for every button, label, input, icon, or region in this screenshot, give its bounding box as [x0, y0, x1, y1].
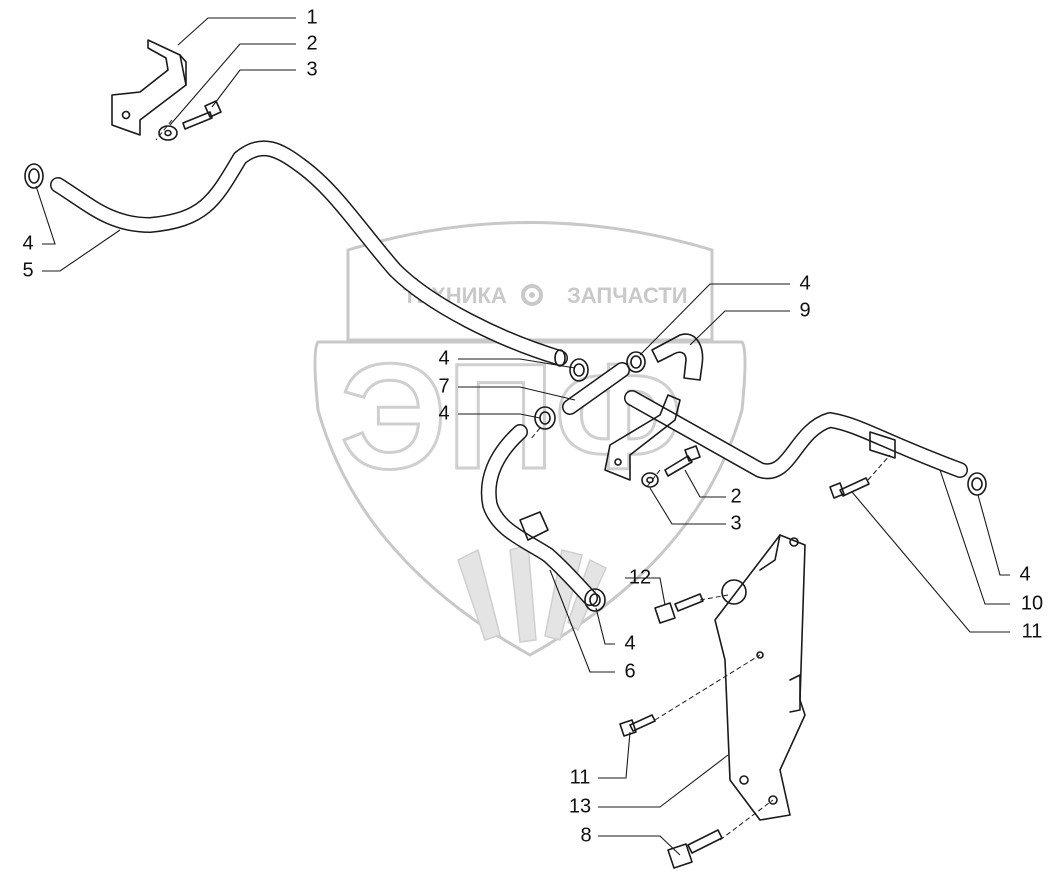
callout-4: 4 [1019, 563, 1030, 585]
watermark-logo-letters: ЭПФ [340, 332, 683, 500]
watermark-text-right: ЗАПЧАСТИ [567, 283, 688, 308]
hose-part-5 [50, 140, 568, 367]
callout-4: 4 [438, 402, 449, 424]
hose-part-6 [480, 424, 598, 606]
callout-4: 4 [624, 632, 635, 654]
callout-12: 12 [629, 566, 651, 588]
callout-7: 7 [438, 375, 449, 397]
watermark-logo: ТЕХНИКА ЗАПЧАСТИ ЭПФ [313, 221, 747, 657]
bracket-middle [604, 394, 681, 481]
elbow-part-9 [651, 333, 704, 381]
callout-4: 4 [22, 232, 33, 254]
callout-11: 11 [570, 766, 591, 788]
clamp-part-4-right [967, 472, 987, 496]
callout-10: 10 [1021, 592, 1043, 614]
callout-4: 4 [799, 272, 810, 294]
callout-8: 8 [580, 824, 591, 846]
callout-2: 2 [306, 32, 317, 54]
pipe-part-10 [624, 390, 968, 480]
alignment-lines [155, 119, 891, 841]
callout-1: 1 [306, 6, 317, 28]
gear-icon [521, 284, 543, 306]
bracket-plate-part-13 [714, 534, 806, 821]
clamp-part-4-elbow [626, 351, 646, 373]
bolt-part-12 [654, 593, 704, 624]
bolt-part-11-lower [619, 714, 656, 737]
washer-part-2 [158, 125, 178, 141]
callout-3: 3 [306, 58, 317, 80]
bolt-part-3 [182, 100, 222, 130]
clamp-part-4-left [24, 163, 44, 189]
bracket-part-1 [111, 39, 187, 136]
callout-9: 9 [799, 299, 810, 321]
callout-labels: 1 2 3 4 5 4 9 4 7 4 2 3 12 4 6 4 10 11 1… [22, 6, 1043, 846]
callout-6: 6 [624, 660, 635, 682]
bolt-part-11-right [829, 477, 870, 499]
leader-lines [35, 17, 1010, 856]
callout-5: 5 [22, 259, 33, 281]
callout-13: 13 [569, 795, 591, 817]
bolt-part-3-middle [664, 445, 701, 477]
callout-11: 11 [1022, 620, 1043, 642]
callout-2: 2 [730, 485, 741, 507]
callout-4: 4 [438, 347, 449, 369]
bolt-part-8 [667, 829, 723, 869]
callout-3: 3 [730, 512, 741, 534]
clamp-part-4-lower [584, 588, 606, 612]
clamp-part-4-center-upper [569, 358, 589, 382]
tube-part-7 [562, 362, 630, 415]
